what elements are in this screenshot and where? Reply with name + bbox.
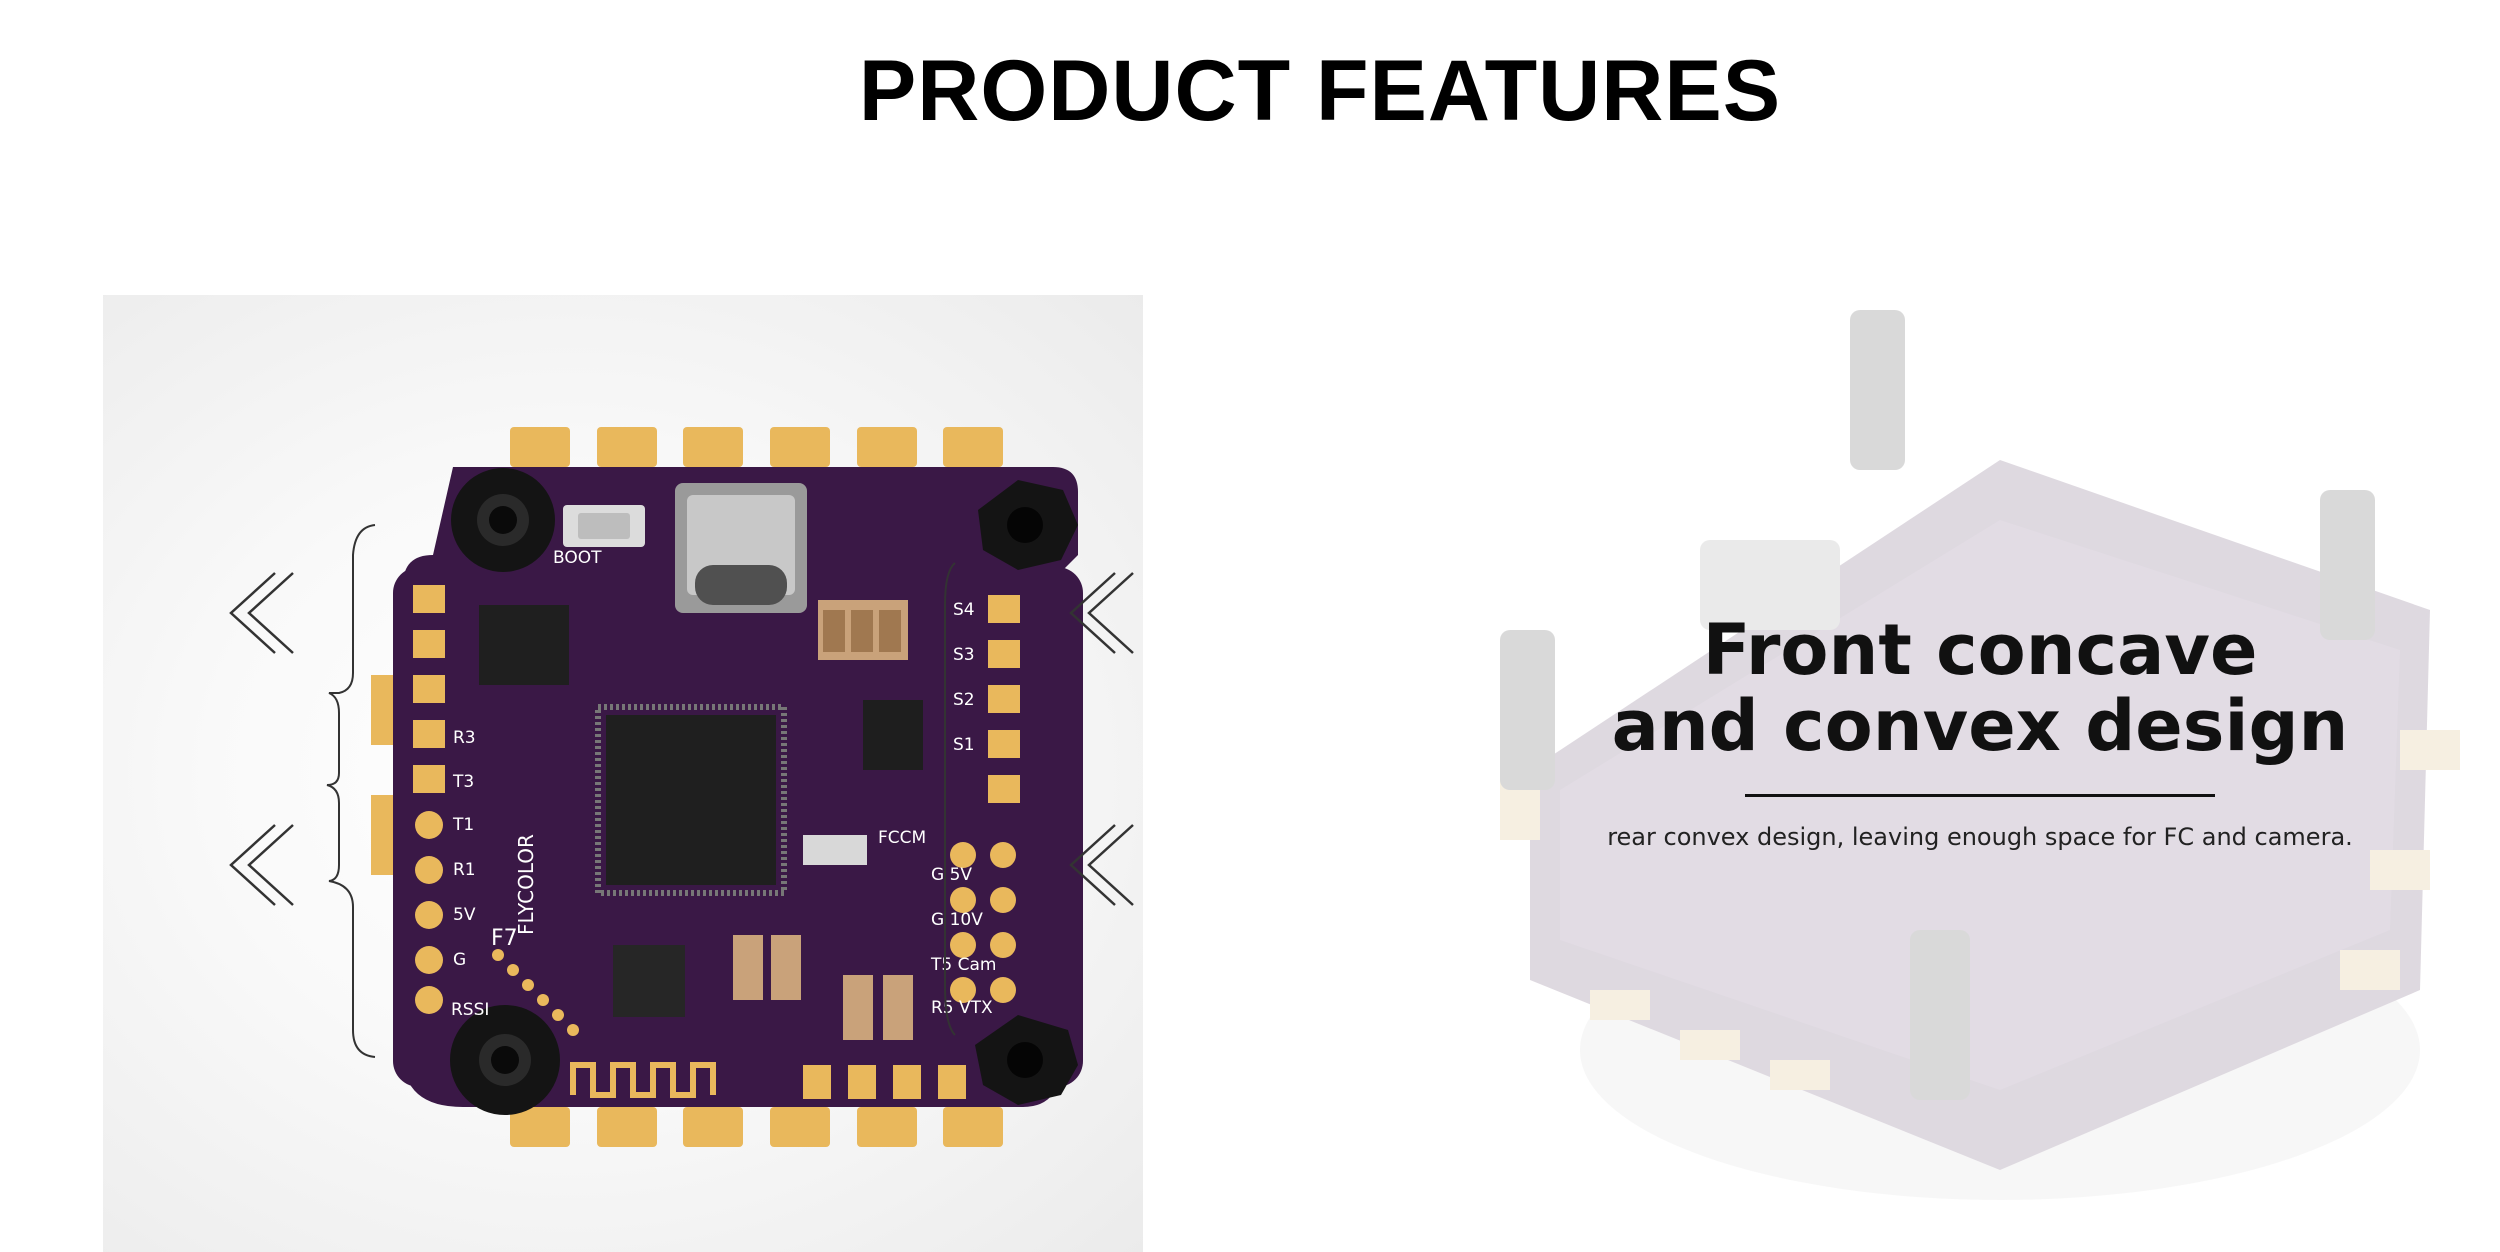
stack-photo-faded bbox=[1440, 290, 2500, 1252]
right-pads bbox=[950, 595, 1020, 1003]
double-chevron-left-icon bbox=[1069, 572, 1134, 654]
label-t3: T3 bbox=[452, 772, 474, 792]
mcu-chip bbox=[606, 715, 776, 885]
mount-hole-top-left bbox=[451, 468, 555, 572]
top-motor-pads bbox=[510, 427, 1003, 467]
feature-description: rear convex design, leaving enough space… bbox=[1607, 823, 2353, 851]
label-g-5v: G 5V bbox=[931, 865, 972, 885]
right-bracket bbox=[944, 562, 956, 1036]
label-t1: T1 bbox=[452, 815, 474, 835]
label-s4: S4 bbox=[953, 600, 975, 620]
label-brand: FLYCOLOR bbox=[514, 834, 538, 935]
bottom-motor-pads bbox=[510, 1107, 1003, 1147]
mount-hole-bottom-left bbox=[450, 1005, 560, 1115]
flight-controller-board: BOOT FCCM RSSI G 5V G 10V T5 Cam R5 VTX … bbox=[229, 427, 1134, 1147]
gyro-chip bbox=[479, 605, 569, 685]
double-chevron-left-icon bbox=[1069, 824, 1134, 906]
label-rssi: RSSI bbox=[451, 1000, 489, 1020]
label-fccm: FCCM bbox=[878, 828, 926, 848]
label-g: G bbox=[453, 950, 466, 970]
label-5v: 5V bbox=[453, 905, 476, 925]
label-g-10v: G 10V bbox=[931, 910, 983, 930]
flight-controller-photo: BOOT FCCM RSSI G 5V G 10V T5 Cam R5 VTX … bbox=[103, 295, 1143, 1252]
double-chevron-left-icon bbox=[229, 572, 294, 654]
double-chevron-left-icon bbox=[229, 824, 294, 906]
fc-stack-illustration bbox=[1500, 310, 2460, 1200]
left-bracket bbox=[326, 524, 376, 1058]
feature-headline-line2: and convex design bbox=[1611, 685, 2349, 767]
label-s1: S1 bbox=[953, 735, 975, 755]
caption-divider bbox=[1745, 794, 2215, 797]
label-r1: R1 bbox=[453, 860, 476, 880]
label-r5-vtx: R5 VTX bbox=[931, 998, 993, 1018]
feature-caption: Front concave and convex design rear con… bbox=[1560, 612, 2400, 851]
label-s2: S2 bbox=[953, 690, 975, 710]
antenna-trace bbox=[570, 1062, 716, 1098]
label-s3: S3 bbox=[953, 645, 975, 665]
left-pads bbox=[413, 585, 445, 1014]
feature-headline-line1: Front concave bbox=[1702, 609, 2258, 691]
feature-headline: Front concave and convex design bbox=[1560, 612, 2400, 764]
label-r3: R3 bbox=[453, 728, 476, 748]
mount-hole-top-right bbox=[978, 480, 1078, 570]
label-t5-cam: T5 Cam bbox=[930, 955, 996, 975]
page-title: PRODUCT FEATURES bbox=[858, 43, 1782, 139]
label-model: F7 bbox=[491, 926, 518, 951]
osd-chip bbox=[613, 945, 685, 1017]
mount-hole-bottom-right bbox=[975, 1015, 1078, 1105]
label-boot: BOOT bbox=[553, 548, 602, 568]
